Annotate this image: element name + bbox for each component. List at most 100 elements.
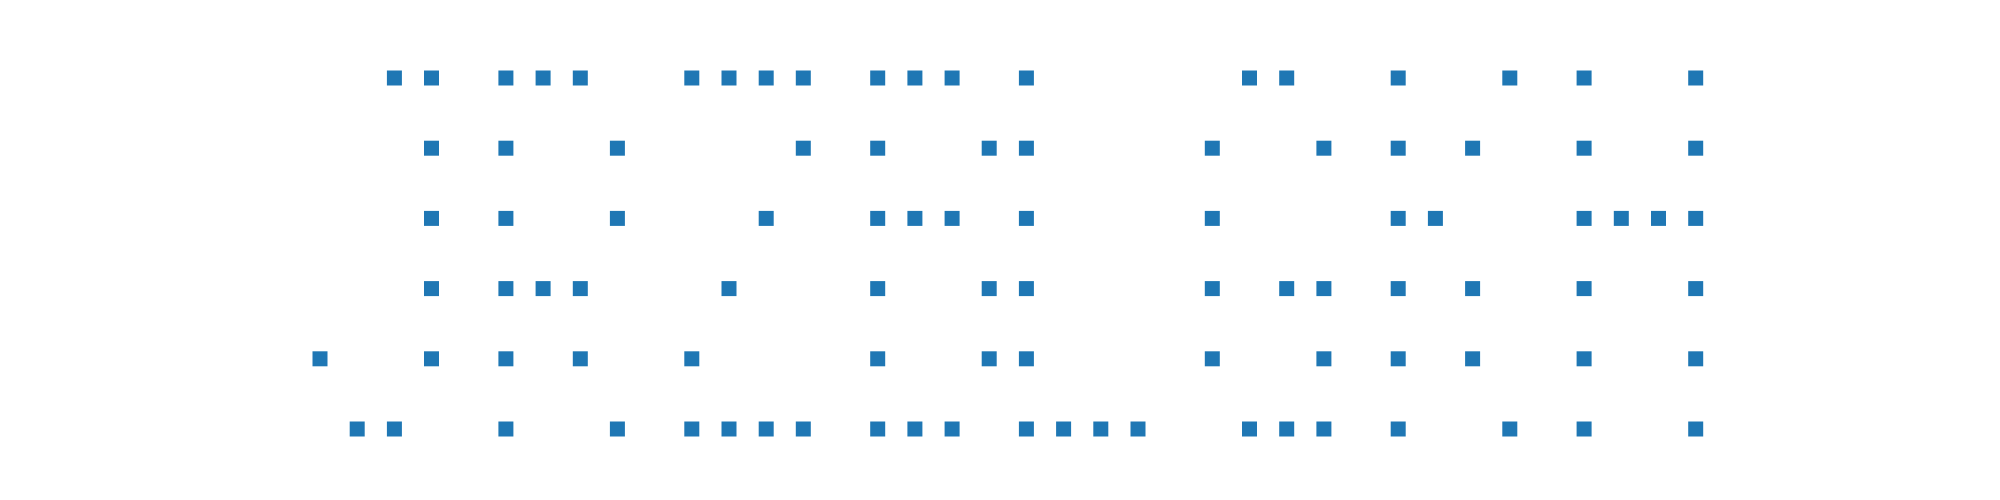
data-point — [1688, 140, 1704, 156]
data-point — [1688, 281, 1704, 297]
data-point — [1018, 140, 1034, 156]
data-point — [1576, 421, 1592, 437]
data-point — [758, 210, 774, 226]
data-point — [609, 140, 625, 156]
data-point — [498, 351, 514, 367]
data-point — [1242, 421, 1257, 437]
data-point — [572, 281, 588, 297]
data-point — [424, 140, 439, 156]
data-point — [1688, 421, 1704, 437]
data-point — [981, 140, 997, 156]
data-point — [572, 351, 588, 367]
data-point — [684, 70, 700, 86]
data-point — [944, 421, 960, 437]
data-point — [498, 140, 514, 156]
data-point — [535, 70, 551, 86]
data-point — [981, 281, 997, 297]
data-point — [1502, 70, 1518, 86]
data-point — [1056, 421, 1072, 437]
data-point — [609, 210, 625, 226]
data-point — [907, 421, 923, 437]
data-point — [1204, 351, 1220, 367]
data-point — [498, 210, 514, 226]
data-point — [981, 351, 997, 367]
data-point — [1279, 281, 1295, 297]
data-point — [1576, 281, 1592, 297]
data-point — [386, 70, 402, 86]
data-point — [1427, 210, 1443, 226]
data-point — [1130, 421, 1146, 437]
data-point — [870, 421, 886, 437]
data-point — [758, 421, 774, 437]
data-point — [1465, 140, 1481, 156]
data-point — [1204, 281, 1220, 297]
data-point — [1465, 281, 1481, 297]
data-point — [1576, 210, 1592, 226]
data-point — [498, 281, 514, 297]
data-point — [1279, 421, 1295, 437]
data-point — [498, 421, 514, 437]
data-point — [870, 351, 886, 367]
data-point — [609, 421, 625, 437]
data-point — [907, 210, 923, 226]
data-point — [1390, 281, 1406, 297]
data-point — [1279, 70, 1295, 86]
data-point — [1242, 70, 1257, 86]
data-point — [424, 281, 439, 297]
data-point — [1390, 421, 1406, 437]
data-point — [349, 421, 365, 437]
data-point — [386, 421, 402, 437]
data-point — [1204, 210, 1220, 226]
data-point — [1390, 351, 1406, 367]
data-point — [1688, 70, 1704, 86]
data-point — [1465, 351, 1481, 367]
data-point — [312, 351, 328, 367]
data-point — [1576, 351, 1592, 367]
data-point — [684, 421, 700, 437]
data-point — [1576, 70, 1592, 86]
data-point — [1018, 351, 1034, 367]
data-point — [721, 281, 737, 297]
data-point — [870, 281, 886, 297]
data-point — [1316, 140, 1332, 156]
data-point — [498, 70, 514, 86]
data-point — [758, 70, 774, 86]
data-point — [1613, 210, 1629, 226]
data-point — [944, 70, 960, 86]
data-point — [1204, 140, 1220, 156]
data-point — [721, 421, 737, 437]
data-point — [1390, 70, 1406, 86]
data-point — [1390, 210, 1406, 226]
data-point — [1576, 140, 1592, 156]
data-point — [1093, 421, 1109, 437]
data-point — [1018, 70, 1034, 86]
data-point — [870, 70, 886, 86]
data-point — [424, 210, 439, 226]
data-point — [795, 421, 811, 437]
data-point — [684, 351, 700, 367]
data-point — [1018, 281, 1034, 297]
data-point — [1390, 140, 1406, 156]
data-point — [721, 70, 737, 86]
data-point — [535, 281, 551, 297]
data-point — [1316, 281, 1332, 297]
data-point — [1688, 210, 1704, 226]
data-point — [572, 70, 588, 86]
data-point — [1316, 351, 1332, 367]
data-point — [795, 140, 811, 156]
data-point — [795, 70, 811, 86]
data-point — [907, 70, 923, 86]
data-point — [944, 210, 960, 226]
data-point — [424, 70, 439, 86]
data-point — [1688, 351, 1704, 367]
data-point — [1018, 210, 1034, 226]
data-point — [870, 210, 886, 226]
data-point — [1502, 421, 1518, 437]
data-point — [424, 351, 439, 367]
data-point — [870, 140, 886, 156]
data-point — [1651, 210, 1666, 226]
data-point — [1018, 421, 1034, 437]
data-point — [1316, 421, 1332, 437]
